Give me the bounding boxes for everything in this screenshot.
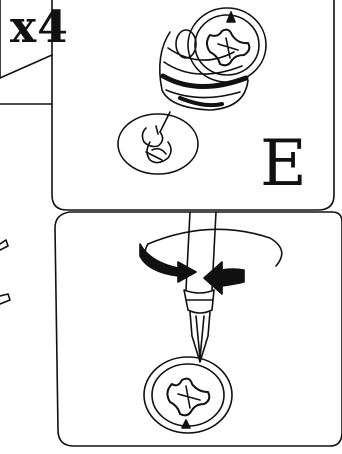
quantity-label: x4 bbox=[10, 6, 69, 50]
cam-pin-disc bbox=[118, 114, 198, 174]
bottom-panel-frame bbox=[55, 212, 342, 446]
edge-fragment bbox=[0, 294, 10, 304]
step-letter: E bbox=[260, 132, 307, 196]
screwdriver bbox=[140, 212, 282, 362]
edge-fragment bbox=[0, 240, 8, 250]
cam-head bbox=[144, 357, 232, 433]
cam-lock-nut bbox=[160, 8, 266, 110]
